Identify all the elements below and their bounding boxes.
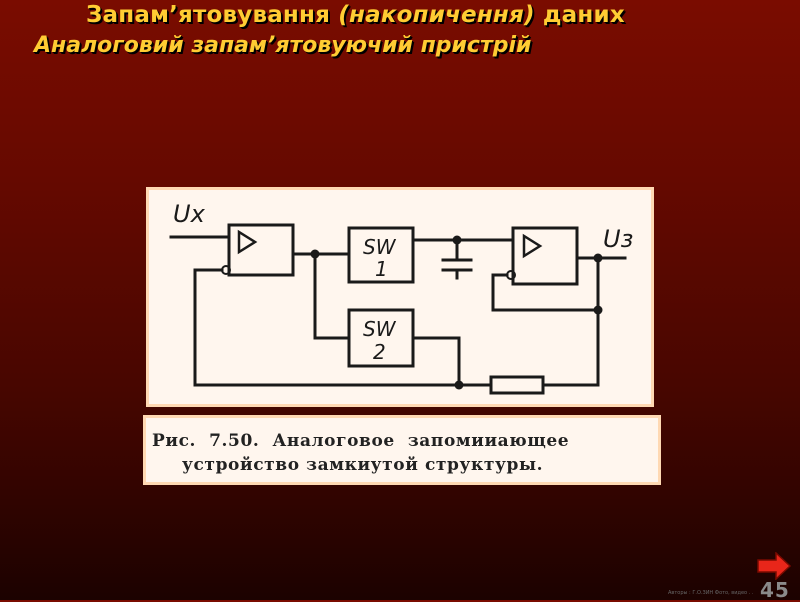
- title-paren: (накопичення): [338, 2, 535, 28]
- figure-caption: Рис. 7.50. Аналоговое запомииающее устро…: [143, 415, 661, 485]
- resistor: [489, 375, 545, 395]
- switch-1: [347, 226, 415, 284]
- page-number: 45: [760, 578, 790, 602]
- next-slide-button[interactable]: [756, 551, 792, 581]
- junction-cap: [452, 235, 462, 245]
- caption-line-2: устройство замкиутой структуры.: [182, 455, 544, 475]
- switch-2-number: 2: [373, 340, 386, 364]
- circuit-figure: Ux Uз SW 1 SW 2: [146, 187, 654, 407]
- slide-title: Запам’ятовування (накопичення) даних: [86, 2, 625, 28]
- title-end: даних: [534, 2, 625, 28]
- opamp-2-symbol: [522, 233, 543, 259]
- opamp-2: [511, 226, 579, 286]
- junction-output: [593, 253, 603, 263]
- input-label: Ux: [173, 200, 206, 228]
- caption-line-1: Рис. 7.50. Аналоговое запомииающее: [152, 431, 570, 451]
- arrow-right-icon: [757, 551, 792, 581]
- junction-sw2-bus: [454, 380, 464, 390]
- switch-1-number: 1: [375, 257, 388, 281]
- footer-credits: Авторы : Г.О.ЗИН Фото, видео . .: [668, 590, 754, 596]
- junction-op1-out: [310, 249, 320, 259]
- title-main: Запам’ятовування: [86, 2, 339, 28]
- output-label: Uз: [603, 225, 633, 253]
- switch-2-label: SW: [363, 317, 397, 341]
- slide-subtitle: Аналоговий запам’ятовуючий пристрій: [34, 33, 532, 58]
- switch-1-label: SW: [363, 235, 397, 259]
- junction-feedback: [593, 305, 603, 315]
- circuit-diagram: Ux Uз SW 1 SW 2: [169, 200, 633, 395]
- opamp-1: [227, 223, 295, 277]
- opamp-1-symbol: [237, 229, 258, 255]
